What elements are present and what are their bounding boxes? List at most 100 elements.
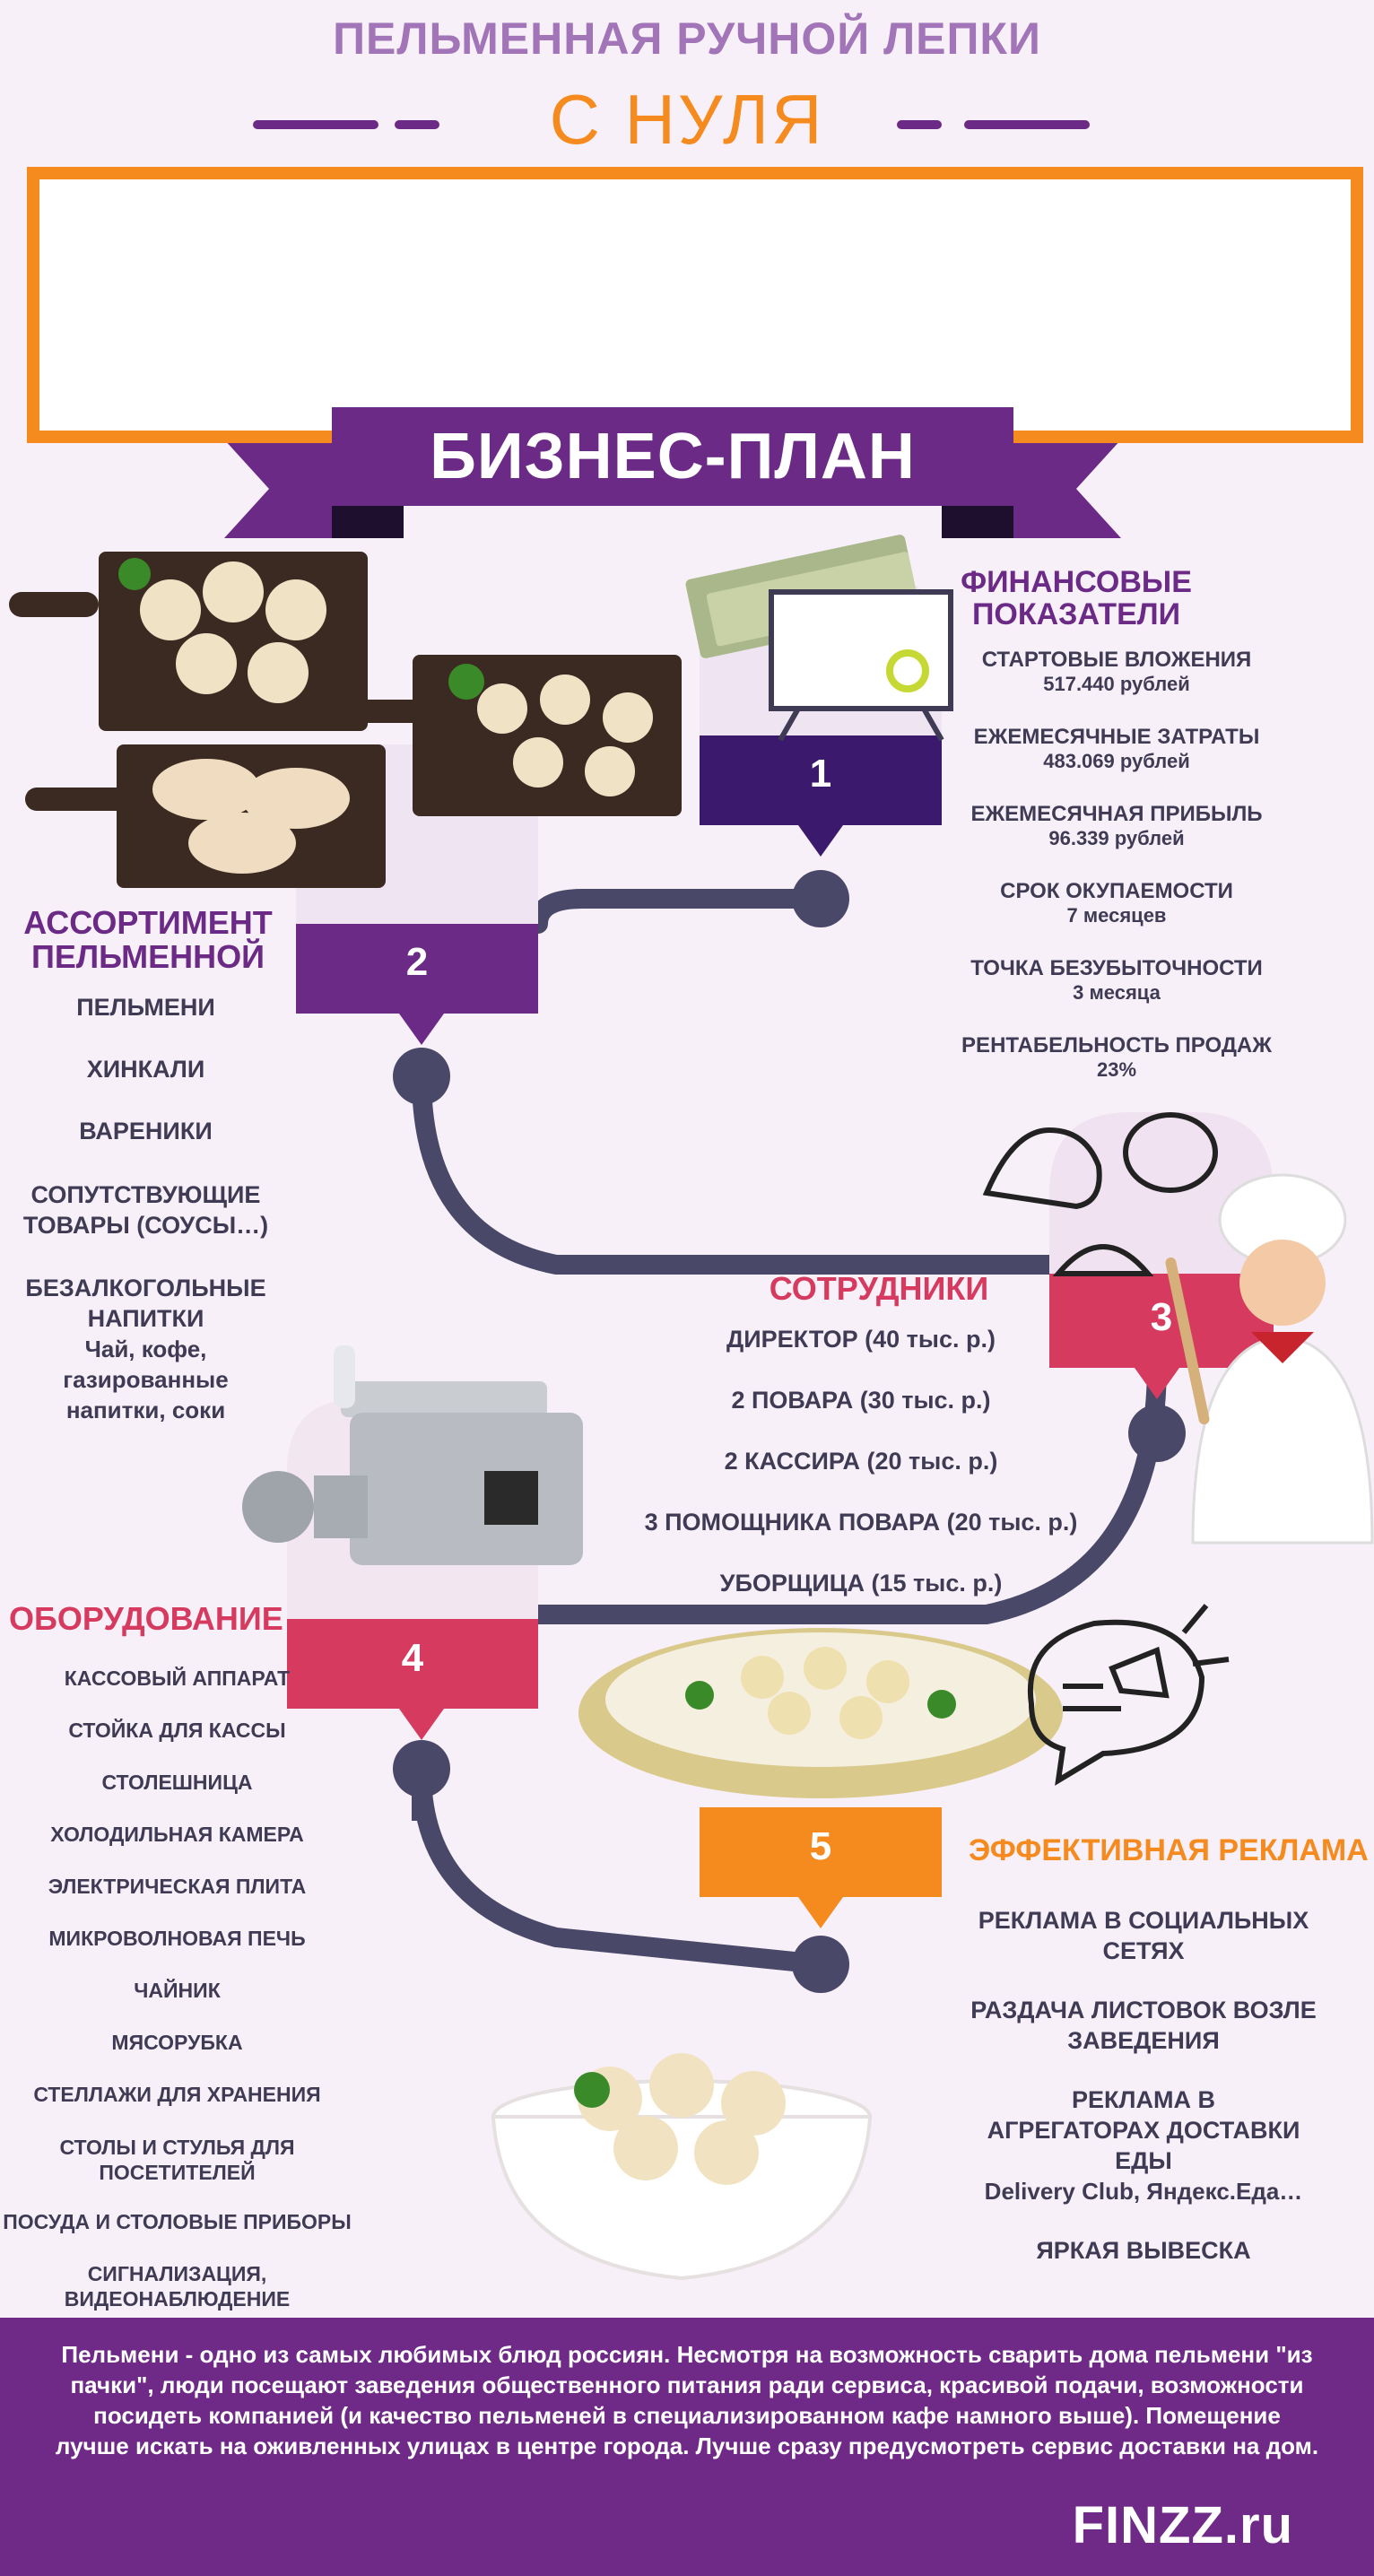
pin-2-body xyxy=(296,924,538,1014)
equipment-list: КАССОВЫЙ АППАРАТ СТОЙКА ДЛЯ КАССЫ СТОЛЕШ… xyxy=(0,1667,354,2311)
section-3-number: 3 xyxy=(1150,1295,1173,1339)
dumplings-outline-icon xyxy=(982,1112,1218,1276)
equipment-item: СИГНАЛИЗАЦИЯ, ВИДЕОНАБЛЮДЕНИЕ xyxy=(64,2262,291,2311)
staff-list: ДИРЕКТОР (40 тыс. р.) 2 ПОВАРА (30 тыс. … xyxy=(628,1326,1094,1597)
advertising-title: ЭФФЕКТИВНАЯ РЕКЛАМА xyxy=(969,1833,1369,1867)
timeline-node xyxy=(792,870,849,927)
ribbon-tail-right xyxy=(1013,439,1121,538)
assortment-item: СОПУТСТВУЮЩИЕ ТОВАРЫ (СОУСЫ…) xyxy=(22,1181,269,1239)
equipment-item: МИКРОВОЛНОВАЯ ПЕЧЬ xyxy=(48,1927,306,1950)
pin-3-body xyxy=(1049,1274,1274,1368)
header-dash xyxy=(897,120,942,129)
photo-frame xyxy=(27,167,1363,443)
staff-item: 2 КАССИРА (20 тыс. р.) xyxy=(724,1448,998,1475)
finance-item-value: 23% xyxy=(1096,1058,1137,1081)
assortment-item: БЕЗАЛКОГОЛЬНЫЕ НАПИТКИ xyxy=(25,1275,266,1332)
assortment-item: ВАРЕНИКИ xyxy=(79,1118,213,1144)
pin-2-tip xyxy=(399,1014,444,1045)
equipment-item: СТОЛЕШНИЦА xyxy=(101,1771,253,1794)
business-plan-banner: БИЗНЕС-ПЛАН xyxy=(332,407,1013,506)
equipment-title: ОБОРУДОВАНИЕ xyxy=(9,1600,283,1637)
finance-item-label: ЕЖЕМЕСЯЧНАЯ ПРИБЫЛЬ xyxy=(970,802,1263,826)
assortment-item: ХИНКАЛИ xyxy=(86,1056,205,1083)
finance-title: ФИНАНСОВЫЕ ПОКАЗАТЕЛИ xyxy=(961,565,1192,631)
page-subtitle: С НУЛЯ xyxy=(549,80,825,159)
advertising-item: РЕКЛАМА В АГРЕГАТОРАХ ДОСТАВКИ ЕДЫ xyxy=(987,2086,1300,2174)
page-title: ПЕЛЬМЕННАЯ РУЧНОЙ ЛЕПКИ xyxy=(333,13,1041,64)
footer-text: Пельмени - одно из самых любимых блюд ро… xyxy=(55,2341,1319,2459)
section-5-number: 5 xyxy=(809,1824,832,1868)
equipment-item: ХОЛОДИЛЬНАЯ КАМЕРА xyxy=(50,1823,304,1846)
assortment-list: ПЕЛЬМЕНИ ХИНКАЛИ ВАРЕНИКИ СОПУТСТВУЮЩИЕ … xyxy=(13,994,278,1425)
finance-list: СТАРТОВЫЕ ВЛОЖЕНИЯ 517.440 рублей ЕЖЕМЕС… xyxy=(933,648,1300,1082)
staff-item: 2 ПОВАРА (30 тыс. р.) xyxy=(731,1387,991,1414)
finance-item-label: РЕНТАБЕЛЬНОСТЬ ПРОДАЖ xyxy=(961,1033,1272,1057)
equipment-item: ПОСУДА И СТОЛОВЫЕ ПРИБОРЫ xyxy=(3,2210,352,2233)
meat-grinder-image xyxy=(242,1345,583,1565)
finance-item-label: СТАРТОВЫЕ ВЛОЖЕНИЯ xyxy=(981,648,1252,672)
pin-3-tip xyxy=(1135,1368,1179,1399)
timeline-node xyxy=(1128,1405,1186,1462)
finance-item-label: СРОК ОКУПАЕМОСТИ xyxy=(1000,879,1233,903)
pin-5-body xyxy=(700,1807,942,1897)
advertising-list: РЕКЛАМА В СОЦИАЛЬНЫХ СЕТЯХ РАЗДАЧА ЛИСТО… xyxy=(960,1905,1327,2265)
pin-1-tip xyxy=(798,825,843,857)
finance-item: РЕНТАБЕЛЬНОСТЬ ПРОДАЖ 23% xyxy=(933,1033,1300,1082)
timeline-path xyxy=(528,889,830,934)
finance-item: СТАРТОВЫЕ ВЛОЖЕНИЯ 517.440 рублей xyxy=(933,648,1300,696)
equipment-item: СТОЛЫ И СТУЛЬЯ ДЛЯ ПОСЕТИТЕЛЕЙ xyxy=(59,2136,295,2184)
pin-4-body xyxy=(287,1619,538,1709)
staff-item: 3 ПОМОЩНИКА ПОВАРА (20 тыс. р.) xyxy=(644,1509,1078,1536)
section-1-number: 1 xyxy=(809,752,832,796)
assortment-item: ПЕЛЬМЕНИ xyxy=(76,994,215,1021)
finance-item-value: 7 месяцев xyxy=(1066,904,1167,927)
ribbon-fold-right xyxy=(942,506,1013,538)
pin-1-body xyxy=(700,735,942,825)
header-dash xyxy=(253,120,378,129)
finance-item-label: ЕЖЕМЕСЯЧНЫЕ ЗАТРАТЫ xyxy=(973,725,1260,749)
pin-5-tip xyxy=(798,1897,843,1928)
footer-panel xyxy=(0,2318,1374,2576)
finzz-logo[interactable]: FINZZ.ru xyxy=(1072,2496,1293,2554)
finance-item-value: 517.440 рублей xyxy=(1043,673,1190,695)
finance-item: ТОЧКА БЕЗУБЫТОЧНОСТИ 3 месяца xyxy=(933,956,1300,1005)
finance-item-value: 3 месяца xyxy=(1073,981,1161,1004)
advertising-item: ЯРКАЯ ВЫВЕСКА xyxy=(1036,2237,1251,2264)
equipment-item: ЭЛЕКТРИЧЕСКАЯ ПЛИТА xyxy=(48,1875,307,1898)
finance-item-value: 483.069 рублей xyxy=(1043,750,1190,772)
section-2-number: 2 xyxy=(405,940,429,984)
cutting-boards-image xyxy=(9,552,682,888)
megaphone-icon xyxy=(1027,1604,1230,1786)
timeline-node xyxy=(792,1936,849,1993)
assortment-item-note: Чай, кофе, газированные напитки, соки xyxy=(63,1336,229,1423)
finance-item: СРОК ОКУПАЕМОСТИ 7 месяцев xyxy=(933,879,1300,927)
equipment-item: СТЕЛЛАЖИ ДЛЯ ХРАНЕНИЯ xyxy=(33,2083,321,2106)
ribbon-tail-left xyxy=(224,439,332,538)
finance-item-value: 96.339 рублей xyxy=(1048,827,1185,849)
ribbon-fold-left xyxy=(332,506,404,538)
finance-item: ЕЖЕМЕСЯЧНЫЕ ЗАТРАТЫ 483.069 рублей xyxy=(933,725,1300,773)
header-dash xyxy=(964,120,1090,129)
equipment-item: СТОЙКА ДЛЯ КАССЫ xyxy=(68,1719,286,1742)
advertising-item-note: Delivery Club, Яндекс.Еда… xyxy=(984,2178,1303,2205)
equipment-item: МЯСОРУБКА xyxy=(111,2031,243,2054)
assortment-title: АССОРТИМЕНТ ПЕЛЬМЕННОЙ xyxy=(23,904,273,975)
advertising-item: РЕКЛАМА В СОЦИАЛЬНЫХ СЕТЯХ xyxy=(978,1907,1309,1964)
advertising-item: РАЗДАЧА ЛИСТОВОК ВОЗЛЕ ЗАВЕДЕНИЯ xyxy=(970,1997,1317,2054)
finance-item: ЕЖЕМЕСЯЧНАЯ ПРИБЫЛЬ 96.339 рублей xyxy=(933,802,1300,850)
equipment-item: КАССОВЫЙ АППАРАТ xyxy=(64,1667,291,1690)
section-4-number: 4 xyxy=(401,1636,424,1680)
staff-item: УБОРЩИЦА (15 тыс. р.) xyxy=(719,1570,1003,1597)
money-presentation-icon xyxy=(685,535,953,742)
staff-title: СОТРУДНИКИ xyxy=(769,1270,989,1307)
staff-item: ДИРЕКТОР (40 тыс. р.) xyxy=(726,1326,996,1353)
timeline-node xyxy=(393,1740,450,1797)
dumpling-dish-image xyxy=(578,1628,1063,1798)
equipment-item: ЧАЙНИК xyxy=(134,1979,221,2002)
finance-item-label: ТОЧКА БЕЗУБЫТОЧНОСТИ xyxy=(970,956,1263,980)
pin-4-tip xyxy=(399,1709,444,1740)
dumpling-bowl-image xyxy=(491,2053,873,2281)
chef-image xyxy=(1165,1173,1374,1545)
